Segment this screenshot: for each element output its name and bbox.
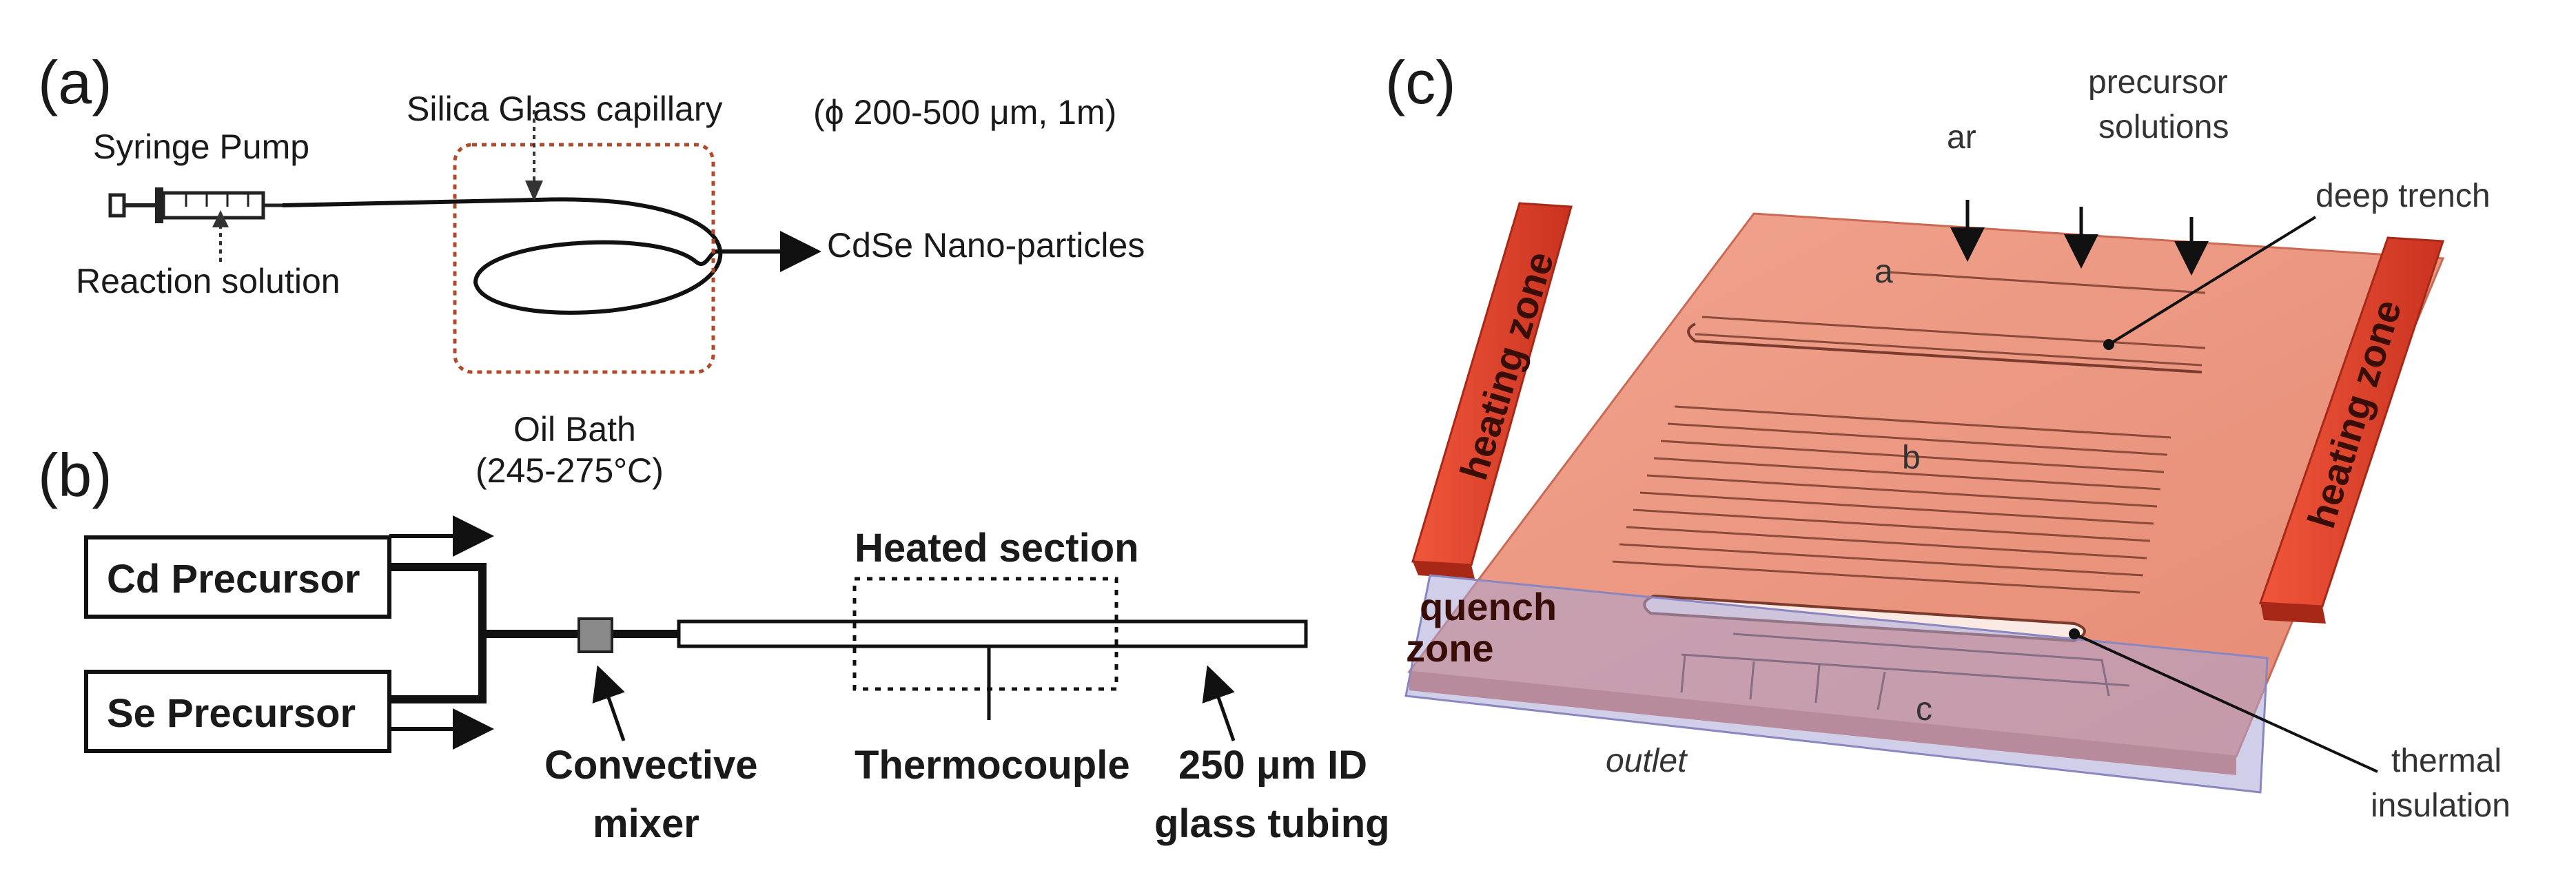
mixer-pointer bbox=[592, 665, 626, 741]
region-a-label: a bbox=[1874, 254, 1893, 290]
serpentine-channel bbox=[1612, 271, 2206, 594]
panel-b: (b) Cd Precursor Se Precursor Heated sec… bbox=[38, 441, 1390, 846]
precursor-label-line1: precursor bbox=[2088, 64, 2228, 101]
heated-section-label: Heated section bbox=[855, 526, 1139, 571]
glass-tubing bbox=[677, 619, 1308, 648]
region-b-label: b bbox=[1902, 440, 1921, 476]
thermal-label-line2: insulation bbox=[2371, 788, 2511, 824]
tubing-label-line2: glass tubing bbox=[1154, 801, 1390, 846]
capillary-dimensions: (ϕ 200-500 μm, 1m) bbox=[813, 93, 1116, 132]
capillary-label: Silica Glass capillary bbox=[407, 90, 722, 128]
deep-trench-label: deep trench bbox=[2316, 178, 2491, 214]
oil-bath-box bbox=[453, 143, 715, 374]
oil-bath-temp: (245-275°C) bbox=[476, 451, 664, 490]
ar-label: ar bbox=[1947, 119, 1976, 156]
deep-trench bbox=[1687, 322, 2202, 373]
mixer-label-line1: Convective bbox=[544, 743, 757, 788]
precursor-pipes bbox=[389, 563, 487, 703]
syringe-pump-label: Syringe Pump bbox=[93, 127, 309, 166]
panel-a-label: (a) bbox=[38, 48, 112, 116]
thermocouple-label: Thermocouple bbox=[855, 743, 1130, 788]
tubing-pointer bbox=[1202, 665, 1236, 741]
precursor-label-line2: solutions bbox=[2098, 109, 2229, 145]
panel-c: (c) heating zone heating bbox=[1385, 48, 2511, 824]
panel-a: (a) Syringe Pump Silica Glass capillary … bbox=[38, 48, 1145, 490]
quench-zone bbox=[1404, 574, 2269, 794]
thermal-label-line1: thermal bbox=[2391, 743, 2502, 779]
reaction-solution-label: Reaction solution bbox=[76, 262, 340, 300]
outlet-label: outlet bbox=[1606, 743, 1688, 779]
tubing-label-line1: 250 μm ID bbox=[1178, 743, 1367, 788]
se-precursor-box bbox=[84, 670, 391, 753]
region-c-label: c bbox=[1916, 691, 1932, 728]
thermal-insulation-pointer bbox=[2074, 633, 2378, 773]
convective-mixer-icon bbox=[577, 617, 613, 653]
capillary-tube bbox=[282, 197, 723, 315]
syringe-icon bbox=[108, 187, 283, 223]
mixer-label-line2: mixer bbox=[593, 801, 699, 846]
output-label: CdSe Nano-particles bbox=[827, 226, 1145, 265]
panel-b-label: (b) bbox=[38, 441, 112, 509]
cd-precursor-label: Cd Precursor bbox=[107, 557, 360, 602]
oil-bath-label: Oil Bath bbox=[513, 410, 636, 449]
cd-precursor-box bbox=[84, 535, 391, 619]
deep-trench-pointer bbox=[2107, 216, 2317, 346]
panel-c-label: (c) bbox=[1385, 48, 1456, 116]
se-precursor-label: Se Precursor bbox=[107, 691, 356, 736]
quench-label-line1: quench bbox=[1420, 585, 1557, 628]
quench-label-line2: zone bbox=[1406, 626, 1494, 670]
